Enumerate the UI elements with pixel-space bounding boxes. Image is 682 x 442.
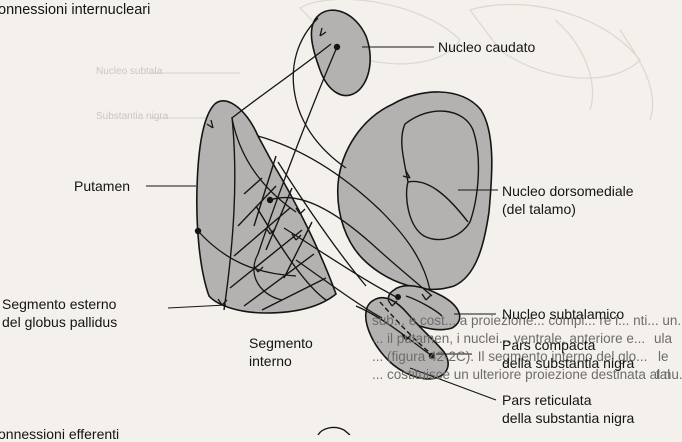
label-dorsomedial-sub: (del talamo): [502, 201, 576, 217]
label-reticulata-sub: della substantia nigra: [502, 410, 634, 426]
bottom-partial-heading: onnessioni efferenti: [0, 426, 119, 442]
leader-gp-external: [168, 305, 226, 308]
label-gp-internal: Segmento: [249, 335, 313, 351]
label-caudate: Nucleo caudato: [438, 39, 535, 55]
label-reticulata: Pars reticulata: [502, 392, 591, 408]
label-putamen: Putamen: [74, 178, 130, 194]
label-compacta-sub: della substantia nigra: [502, 355, 634, 371]
label-gp-external-sub: del globus pallidus: [2, 314, 117, 330]
right-edge-fragment-3: tal: [656, 366, 670, 384]
bottom-partial-shape: [318, 428, 350, 435]
cell-putamen: [195, 228, 201, 234]
label-compacta: Pars compacta: [502, 337, 595, 353]
label-gp-external: Segmento esterno: [2, 296, 116, 312]
right-edge-fragment-2: le: [658, 348, 669, 366]
label-gp-internal-sub: interno: [249, 353, 292, 369]
right-edge-fragment-1: ula: [654, 330, 672, 348]
figure-title: onnessioni internucleari: [0, 2, 150, 18]
putamen-nucleus: [197, 101, 336, 313]
ghost-label-1: Nucleo subtala: [96, 66, 162, 77]
cell-subthalamic: [395, 294, 401, 300]
label-subthalamic: Nucleo subtalamico: [502, 306, 624, 322]
ghost-label-2: Substantia nigra: [96, 111, 168, 122]
thalamus-nucleus: [338, 92, 492, 289]
cell-caudate: [334, 44, 340, 50]
cell-pallidus-internal: [267, 197, 273, 203]
label-dorsomedial: Nucleo dorsomediale: [502, 183, 634, 199]
